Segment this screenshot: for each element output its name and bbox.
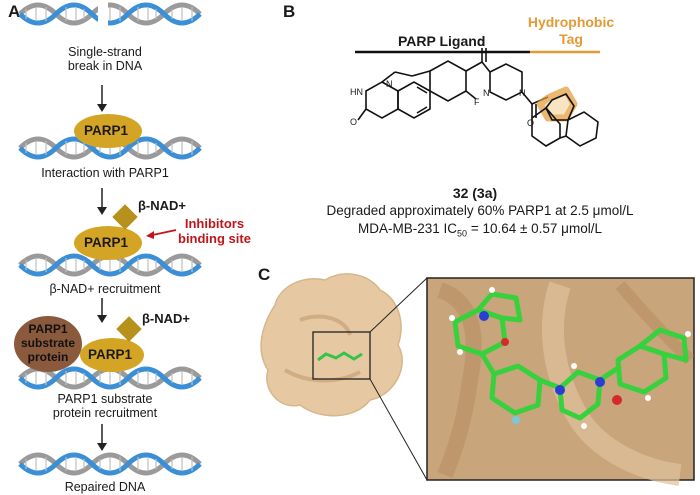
ligand-stick-model [452,291,689,421]
panel-label-c: C [258,265,271,284]
atom-f: F [474,97,480,107]
atom-o-1: O [477,38,485,48]
inhibitors-binding-site-label: Inhibitors binding site [178,216,251,246]
atom-o-2: O [350,117,358,127]
atom-n-1: N [386,79,393,89]
compound-id: 32 (3a) [452,185,498,201]
atom-n-3: N [519,88,526,98]
parp1-oval-2 [74,226,142,260]
step-4-text: PARP1 substrate protein recruitment [52,392,158,420]
hydrophobic-tag-label: Hydrophobic Tag [527,14,615,47]
parp1-label-3: PARP1 [88,347,133,362]
atom-o-3: O [527,118,535,128]
protein-surface [260,273,403,417]
panel-label-b: B [283,2,296,21]
atom-n-2: N [483,88,490,98]
substrate-label: PARP1 substrate protein [20,322,76,364]
ic50-text: MDA-MB-231 IC50 = 10.64 ± 0.57 μmol/L [358,221,602,239]
bnad-label-2: β-NAD+ [142,311,191,326]
zoom-box [312,331,371,380]
substrate-oval [14,316,82,372]
bnad-label-1: β-NAD+ [138,198,187,213]
panel-label-a: A [8,2,21,21]
parp1-oval-3 [80,338,144,372]
parp1-label-2: PARP1 [84,235,129,250]
step-3-text: β-NAD+ recruitment [49,282,161,296]
atom-hn: HN [350,87,363,97]
parp-ligand-label: PARP Ligand [398,33,486,49]
parp1-label-1: PARP1 [84,123,129,138]
parp1-oval-1 [74,114,142,148]
step-1-text: Single-strand break in DNA [67,45,143,73]
nad-diamond-2 [116,316,142,342]
step-2-text: Interaction with PARP1 [41,166,169,180]
step-5-text: Repaired DNA [64,480,146,494]
degradation-text: Degraded approximately 60% PARP1 at 2.5 … [326,203,634,218]
